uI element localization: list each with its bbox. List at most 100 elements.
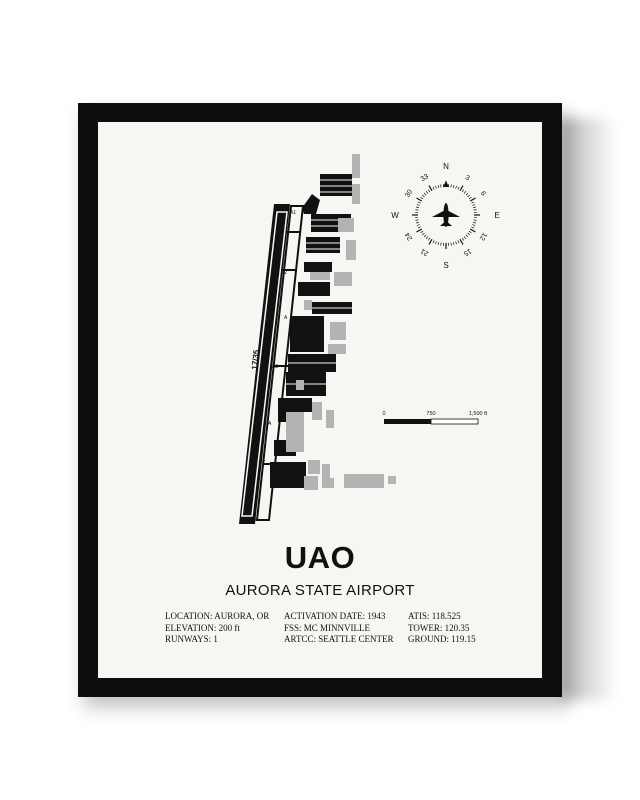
compass-tick: [417, 226, 421, 229]
compass-heading-30: 30: [404, 189, 414, 199]
airport-code: UAO: [284, 540, 356, 575]
taxiway-label-a: A: [284, 315, 288, 321]
compass-tick: [422, 232, 425, 236]
elevation-text: ELEVATION: 200 ft: [165, 622, 240, 633]
compass-tick: [459, 238, 464, 245]
compass-tick: [467, 232, 470, 236]
taxiway-label-a4: A4: [259, 458, 265, 464]
north-arrow-icon: [443, 181, 449, 187]
compass-tick: [420, 230, 424, 234]
fss-text: FSS: MC MINNVILLE: [284, 622, 371, 633]
scale-bar: 0 750 1,500 ft: [382, 411, 488, 425]
scale-label-1500: 1,500 ft: [469, 411, 488, 417]
compass-tick: [450, 184, 452, 188]
artcc-text: ARTCC: SEATTLE CENTER: [284, 634, 394, 644]
ground-text: GROUND: 119.15: [408, 634, 476, 644]
compass-tick: [473, 219, 477, 221]
taxiway-label-a2: A2: [281, 270, 287, 276]
compass-tick: [457, 186, 460, 190]
compass-tick: [416, 224, 420, 226]
tower-text: TOWER: 120.35: [408, 622, 470, 633]
compass-w: W: [391, 211, 399, 220]
compass-tick: [432, 186, 435, 190]
compass-tick: [435, 241, 437, 245]
airport-diagram: 17/35 A1 A2 A A3 A A4 A5: [239, 154, 500, 524]
taxiway-label-a5: A5: [250, 517, 256, 523]
airplane-icon: [432, 203, 460, 227]
compass-tick: [432, 240, 435, 244]
compass-tick: [468, 230, 472, 234]
compass-tick: [467, 194, 470, 198]
compass-heading-21: 21: [420, 247, 430, 257]
compass-tick: [425, 191, 429, 194]
compass-tick: [472, 221, 477, 224]
runways-text: RUNWAYS: 1: [165, 634, 218, 644]
compass-e: E: [494, 211, 499, 220]
compass-tick: [416, 228, 423, 233]
compass-tick: [427, 237, 431, 241]
scale-label-750: 750: [426, 411, 435, 417]
compass-tick: [473, 209, 477, 211]
compass-tick: [465, 192, 469, 196]
compass-tick: [459, 185, 464, 192]
compass-tick: [468, 196, 472, 200]
compass-tick: [469, 197, 476, 202]
compass-tick: [463, 191, 467, 194]
compass-heading-6: 6: [479, 190, 487, 197]
compass-n: N: [443, 162, 449, 171]
runway-17-35: 17/35: [239, 204, 290, 524]
compass-tick: [417, 201, 421, 204]
compass-tick: [472, 224, 476, 226]
compass-tick: [450, 242, 452, 246]
poster-mat: 17/35 A1 A2 A A3 A A4 A5: [98, 122, 542, 678]
compass-tick: [422, 194, 425, 198]
activation-date-text: ACTIVATION DATE: 1943: [284, 611, 386, 621]
details-column-3: ATIS: 118.525 TOWER: 120.35 GROUND: 119.…: [408, 611, 476, 646]
compass-heading-15: 15: [462, 247, 472, 257]
runway-label: 17/35: [250, 349, 261, 370]
compass-tick: [472, 206, 477, 209]
gray-structures: [286, 154, 396, 490]
compass-heading-24: 24: [404, 231, 414, 241]
compass-tick: [428, 238, 433, 245]
compass-heading-33: 33: [420, 173, 430, 183]
airport-name: AURORA STATE AIRPORT: [225, 582, 415, 599]
compass-tick: [463, 236, 467, 239]
compass-tick: [437, 184, 440, 189]
compass-tick: [452, 241, 455, 246]
compass-s: S: [443, 261, 448, 270]
compass-tick: [440, 242, 442, 246]
taxiway-label-a-south: A: [268, 421, 272, 427]
compass-tick: [452, 184, 455, 189]
compass-tick: [420, 196, 424, 200]
frame-shadow: [560, 118, 612, 700]
compass-rose: N E S W 3 6 12 15 21 24 30 33: [391, 162, 499, 270]
compass-tick: [469, 228, 476, 233]
compass-tick: [416, 204, 420, 206]
taxiway-label-a3: A3: [272, 364, 278, 370]
taxiway-labels: A1 A2 A A3 A A4 A5: [250, 210, 296, 523]
compass-tick: [440, 184, 442, 188]
compass-heading-3: 3: [464, 174, 471, 182]
compass-tick: [428, 185, 433, 192]
compass-tick: [415, 209, 419, 211]
compass-tick: [465, 234, 469, 238]
compass-tick: [471, 201, 475, 204]
compass-tick: [427, 189, 431, 193]
location-text: LOCATION: AURORA, OR: [165, 611, 270, 621]
scale-label-0: 0: [382, 411, 385, 417]
compass-tick: [425, 236, 429, 239]
compass-tick: [437, 241, 440, 246]
compass-tick: [461, 237, 465, 241]
compass-heading-12: 12: [478, 231, 488, 241]
compass-tick: [415, 221, 420, 224]
compass-tick: [423, 192, 427, 196]
compass-tick: [472, 204, 476, 206]
compass-tick: [423, 234, 427, 238]
details-column-2: ACTIVATION DATE: 1943 FSS: MC MINNVILLE …: [284, 611, 393, 646]
atis-text: ATIS: 118.525: [408, 611, 461, 621]
compass-tick: [416, 197, 423, 202]
compass-tick: [455, 241, 457, 245]
compass-tick: [415, 206, 420, 209]
compass-tick: [415, 219, 419, 221]
